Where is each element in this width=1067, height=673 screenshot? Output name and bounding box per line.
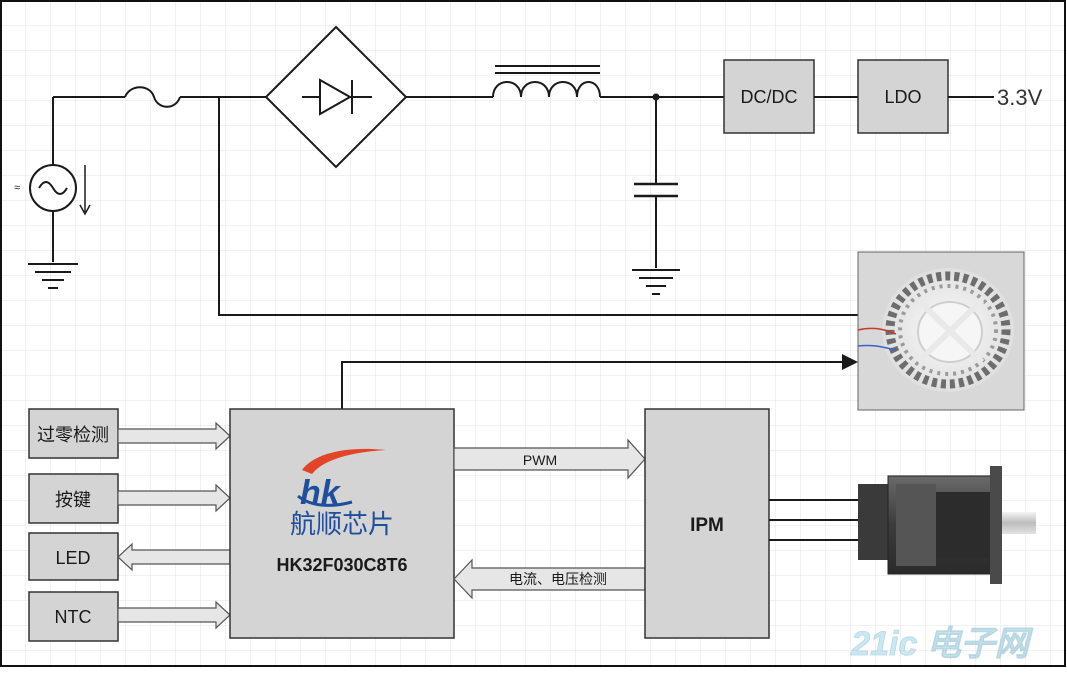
dcdc-label: DC/DC [741, 87, 798, 107]
dcdc-block: DC/DC [723, 59, 815, 134]
ground-symbol-ac [28, 263, 78, 289]
motor-phase-wires [769, 499, 858, 541]
mcu-brand-label: 航顺芯片 [290, 509, 394, 539]
ntc-block: NTC [28, 591, 119, 642]
led-label: LED [55, 548, 90, 568]
bridge-rectifier-symbol [264, 25, 408, 169]
arrow-key [117, 483, 231, 513]
led-block: LED [28, 532, 119, 581]
heater-feed-wire [218, 97, 858, 316]
mcu-block: hk 航顺芯片 HK32F030C8T6 [229, 408, 455, 639]
svg-text:≈: ≈ [14, 182, 20, 194]
watermark-text: 21ic 电子网 [850, 625, 1034, 663]
ldo-label: LDO [884, 87, 921, 107]
fuse-symbol [53, 86, 266, 108]
inductor-symbol [492, 65, 601, 98]
ground-symbol-cap [632, 269, 680, 295]
key-label: 按键 [55, 490, 91, 510]
arrow-led [117, 542, 231, 572]
mcu-heater-connection [341, 354, 858, 409]
output-voltage-label: 3.3V [997, 85, 1043, 110]
zero-cross-label: 过零检测 [37, 425, 109, 445]
watermark-logo: 21ic 电子网 [850, 625, 1034, 664]
ipm-block: IPM [644, 408, 770, 639]
heater-image [857, 251, 1025, 411]
zero-cross-block: 过零检测 [28, 408, 119, 459]
pwm-label: PWM [523, 452, 557, 468]
ac-source-symbol: ≈ [14, 97, 91, 262]
motor-image [858, 466, 1036, 584]
sense-label: 电流、电压检测 [509, 571, 607, 587]
arrow-zero-cross [117, 421, 231, 451]
pwm-arrow: PWM [453, 438, 646, 480]
sense-arrow: 电流、电压检测 [453, 558, 646, 600]
mcu-part-number: HK32F030C8T6 [276, 555, 407, 575]
capacitor-symbol [634, 97, 678, 268]
ipm-label: IPM [690, 515, 724, 536]
key-block: 按键 [28, 473, 119, 524]
arrow-ntc [117, 600, 231, 630]
ldo-block: LDO [857, 59, 949, 134]
ntc-label: NTC [55, 607, 92, 627]
hk-logo: hk [297, 448, 386, 512]
